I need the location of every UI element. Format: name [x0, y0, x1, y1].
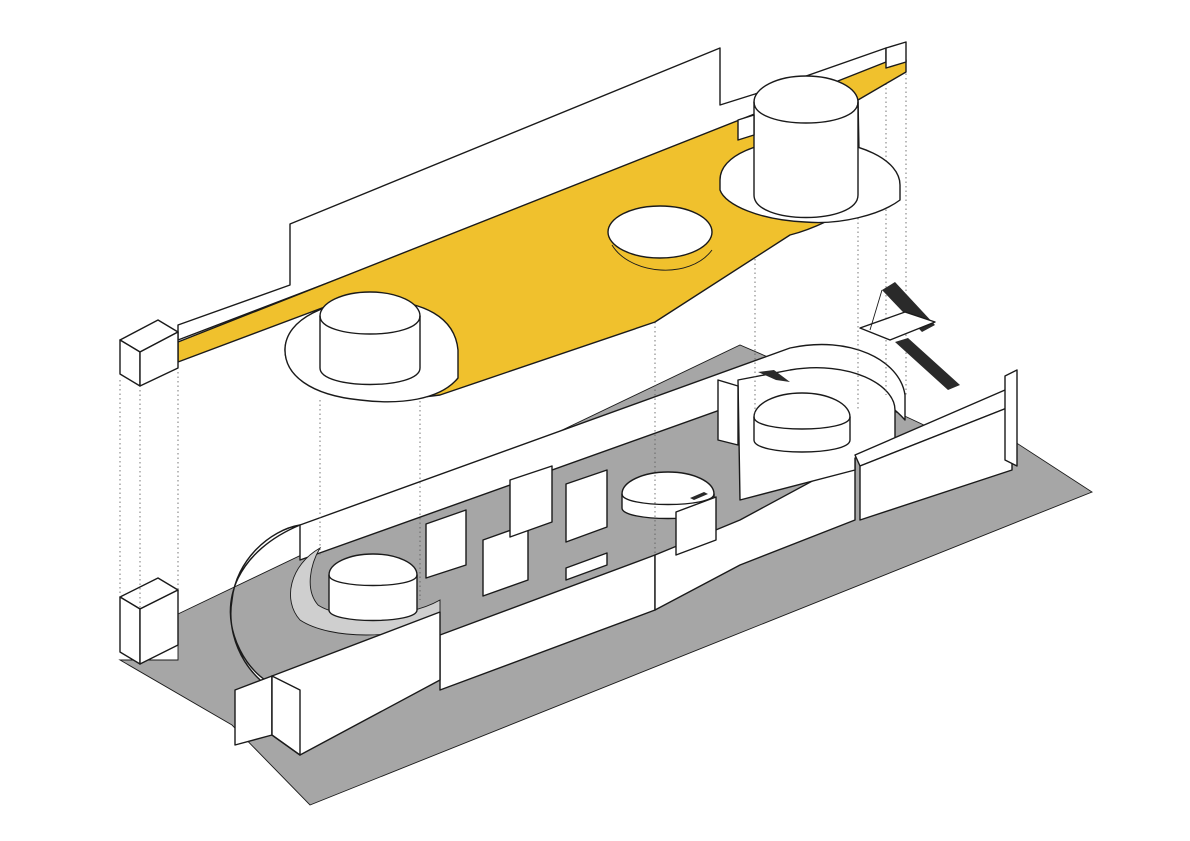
upper-level [119, 41, 907, 403]
stair-flight-lower [895, 338, 960, 390]
display-panel [425, 509, 467, 579]
display-panel [509, 465, 553, 538]
upper-center-opening [607, 205, 713, 259]
center-platform-panel [675, 496, 717, 556]
left-ground-block-side [139, 589, 179, 665]
right-front-fin-face [859, 405, 1013, 521]
upper-step [737, 114, 755, 141]
display-panels [425, 465, 608, 597]
left-front-fin-end [271, 675, 301, 756]
ground-spiral-stair [758, 370, 790, 382]
ground-wall-front-band-right [654, 457, 856, 611]
ground-left-drum-body [328, 574, 418, 622]
left-upper-block-side [139, 331, 179, 387]
ground-level [118, 343, 1093, 806]
right-enclosure-wall [717, 379, 739, 446]
upper-left-drum-body [319, 315, 421, 386]
stair-landing [859, 311, 936, 341]
ground-right-drum-body [753, 416, 851, 453]
right-upper-post [885, 41, 907, 69]
left-ground-block-front [119, 596, 141, 665]
projection-lines [119, 60, 907, 609]
display-panel [565, 469, 608, 543]
right-front-fin-end [1004, 369, 1018, 467]
center-platform-stair-icon [690, 492, 708, 500]
upper-center-opening-rim [611, 244, 713, 271]
external-staircase [859, 282, 960, 390]
upper-right-drum-body [753, 101, 859, 219]
display-panel [565, 552, 608, 581]
